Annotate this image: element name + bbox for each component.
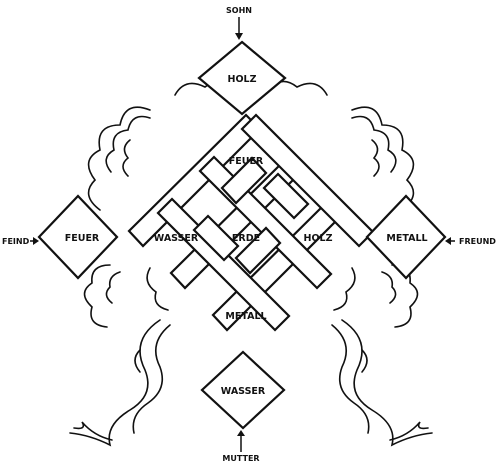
cloud-middle-left — [85, 265, 169, 327]
arrow-left-icon — [445, 237, 455, 245]
cloud-tail-left — [70, 320, 170, 445]
direction-right-label: FREUND — [459, 237, 496, 246]
arrow-up-icon — [237, 430, 245, 452]
node-center-label: ERDE — [232, 233, 260, 244]
cloud-upper-left — [89, 81, 233, 210]
node-bottom-label: WASSER — [221, 386, 266, 397]
cloud-tail-right — [332, 320, 432, 445]
direction-bottom-label: MUTTER — [222, 454, 259, 463]
node-left-inner-label: WASSER — [154, 233, 199, 244]
direction-left-label: FEIND — [2, 237, 30, 246]
arrow-down-icon — [235, 17, 243, 40]
knot-bands — [129, 115, 373, 330]
node-lower-center-label: METALL — [225, 311, 266, 322]
node-left-outer-label: FEUER — [65, 233, 100, 244]
node-right-inner-label: HOLZ — [304, 233, 333, 244]
node-top-label: HOLZ — [228, 74, 257, 85]
node-right-outer-label: METALL — [386, 233, 427, 244]
arrow-right-icon — [30, 237, 39, 245]
direction-top-label: SOHN — [226, 6, 252, 15]
node-upper-center-label: FEUER — [229, 156, 264, 167]
